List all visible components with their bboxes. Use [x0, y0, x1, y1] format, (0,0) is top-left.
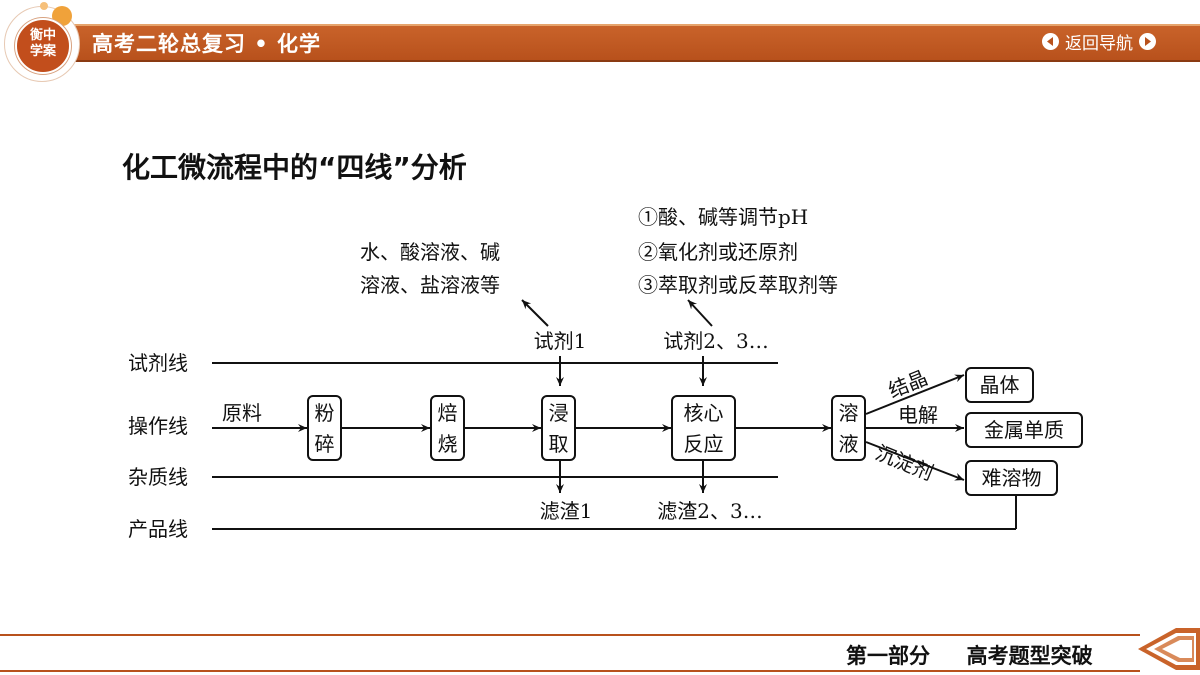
- label-operation-line: 操作线: [128, 414, 188, 438]
- step-leach-char1: 浸: [549, 401, 569, 425]
- step-roast-char2: 烧: [438, 432, 458, 456]
- residue1-label: 滤渣1: [540, 499, 593, 523]
- arrow-right-icon: [1139, 32, 1156, 50]
- logo-text: 衡中 学案: [17, 28, 69, 60]
- arrow-to-crystal: [865, 374, 965, 415]
- arrow-to-insoluble: [865, 441, 965, 481]
- footer-chevron-icon: [1138, 628, 1200, 670]
- step-solution-char1: 溶: [839, 401, 859, 425]
- footer-text: 第一部分 高考题型突破: [846, 640, 1093, 670]
- arrow-reagent2-note: [687, 299, 713, 327]
- step-core-reaction: 核心 反应: [671, 395, 736, 461]
- step-solution-char2: 液: [839, 432, 859, 456]
- step-core-line2: 反应: [684, 432, 724, 456]
- output-metal-label: 金属单质: [984, 418, 1064, 442]
- logo: 衡中 学案: [15, 18, 71, 74]
- logo-line2: 学案: [29, 44, 56, 59]
- logo-dot-small: [40, 2, 48, 10]
- header: 衡中 学案 高考二轮总复习 • 化学 返回导航: [0, 0, 1200, 90]
- step-grind: 粉 碎: [307, 395, 342, 461]
- branch-precipitant-label: 沉淀剂: [872, 440, 937, 485]
- note-reagent1-line1: 水、酸溶液、碱: [360, 240, 500, 264]
- note-reagent2-line2: ②氧化剂或还原剂: [638, 240, 798, 264]
- label-reagent-line: 试剂线: [128, 351, 188, 375]
- footer-part: 第一部分: [846, 644, 930, 668]
- raw-material-label: 原料: [222, 401, 262, 425]
- label-impurity-line: 杂质线: [128, 465, 188, 489]
- header-title: 高考二轮总复习 • 化学: [92, 32, 322, 56]
- step-roast: 焙 烧: [430, 395, 465, 461]
- output-insoluble: 难溶物: [965, 460, 1058, 496]
- note-reagent1-line2: 溶液、盐溶液等: [360, 273, 500, 297]
- note-reagent2-line1: ①酸、碱等调节pH: [638, 205, 808, 229]
- residue2-label: 滤渣2、3…: [657, 499, 762, 523]
- step-leach-char2: 取: [549, 432, 569, 456]
- output-metal: 金属单质: [965, 412, 1083, 448]
- step-grind-char1: 粉: [315, 401, 335, 425]
- footer-section: 高考题型突破: [966, 644, 1093, 668]
- header-bar: [55, 24, 1200, 62]
- logo-line1: 衡中: [29, 28, 56, 43]
- branch-electrolysis-label: 电解: [898, 403, 938, 427]
- reagent1-label: 试剂1: [534, 329, 587, 353]
- footer-line-bottom: [0, 670, 1140, 672]
- label-product-line: 产品线: [128, 517, 188, 541]
- step-grind-char2: 碎: [315, 432, 335, 456]
- step-core-line1: 核心: [684, 401, 724, 425]
- reagent2-label: 试剂2、3…: [663, 329, 768, 353]
- note-reagent2-line3: ③萃取剂或反萃取剂等: [638, 273, 838, 297]
- step-leach: 浸 取: [541, 395, 576, 461]
- back-nav-button[interactable]: 返回导航: [1042, 30, 1156, 54]
- step-roast-char1: 焙: [438, 401, 458, 425]
- footer-line-top: [0, 634, 1140, 636]
- slide-title: 化工微流程中的“四线”分析: [122, 151, 467, 184]
- output-crystal-label: 晶体: [980, 373, 1020, 397]
- arrow-left-icon: [1042, 32, 1059, 50]
- arrow-reagent1-note: [521, 299, 549, 327]
- output-insoluble-label: 难溶物: [982, 466, 1042, 490]
- step-solution: 溶 液: [831, 395, 866, 461]
- back-nav-label: 返回导航: [1065, 33, 1133, 54]
- output-crystal: 晶体: [965, 367, 1034, 403]
